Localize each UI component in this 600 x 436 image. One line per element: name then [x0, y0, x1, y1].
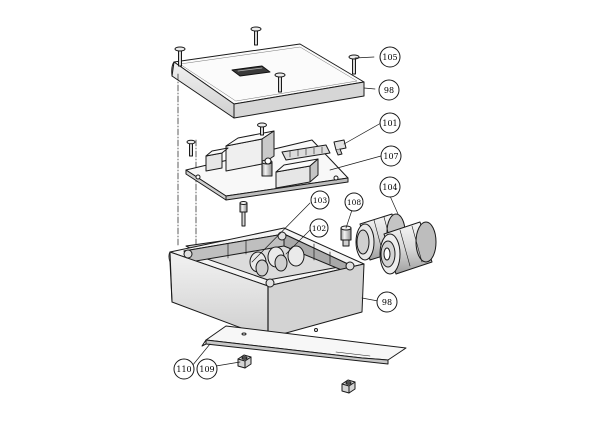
relay: [275, 158, 319, 189]
callout-110: 110: [173, 358, 195, 380]
callout-104: 104: [379, 176, 401, 198]
callout-label: 103: [313, 196, 328, 205]
standoff-clip: [333, 139, 347, 156]
alignment-centerline: [177, 73, 197, 251]
callout-109: 109: [196, 358, 218, 380]
relay: [205, 147, 229, 172]
lid-screw: [174, 46, 186, 67]
pcb-screw: [257, 122, 267, 136]
pcb-screw: [186, 139, 196, 157]
enclosure-lid: [171, 43, 365, 119]
leader-lines: [191, 56, 399, 367]
callout-label: 105: [382, 53, 397, 62]
callout-105: 105: [379, 46, 401, 68]
callout-108: 108: [344, 192, 364, 212]
cap-screw: [239, 201, 248, 227]
callout-label: 108: [347, 198, 362, 207]
sealing-plug: [340, 225, 352, 247]
circuit-board: [185, 130, 349, 201]
callout-label: 101: [382, 119, 397, 128]
lid-screw: [250, 26, 262, 46]
callout-98-box: 98: [376, 291, 398, 313]
callout-label: 98: [384, 86, 394, 95]
callout-103: 103: [310, 190, 330, 210]
callout-label: 102: [312, 224, 327, 233]
callout-101: 101: [379, 112, 401, 134]
callout-label: 110: [176, 365, 191, 374]
mounting-plate: [201, 325, 407, 365]
callout-label: 104: [382, 183, 397, 192]
callout-label: 109: [199, 365, 214, 374]
mounting-screw-head: [264, 157, 272, 165]
callout-label: 98: [382, 298, 392, 307]
callout-98-lid: 98: [378, 79, 400, 101]
hex-nut: [341, 379, 356, 394]
hex-nut: [237, 354, 252, 369]
callout-107: 107: [380, 145, 402, 167]
callout-label: 107: [383, 152, 398, 161]
lid-screw: [274, 72, 286, 93]
cable-gland: [379, 221, 437, 275]
enclosure-box: [168, 227, 365, 339]
callout-group: 105 98 101 107 104 103 102 108: [173, 46, 402, 380]
callout-102: 102: [309, 218, 329, 238]
terminal-block: [281, 144, 331, 161]
